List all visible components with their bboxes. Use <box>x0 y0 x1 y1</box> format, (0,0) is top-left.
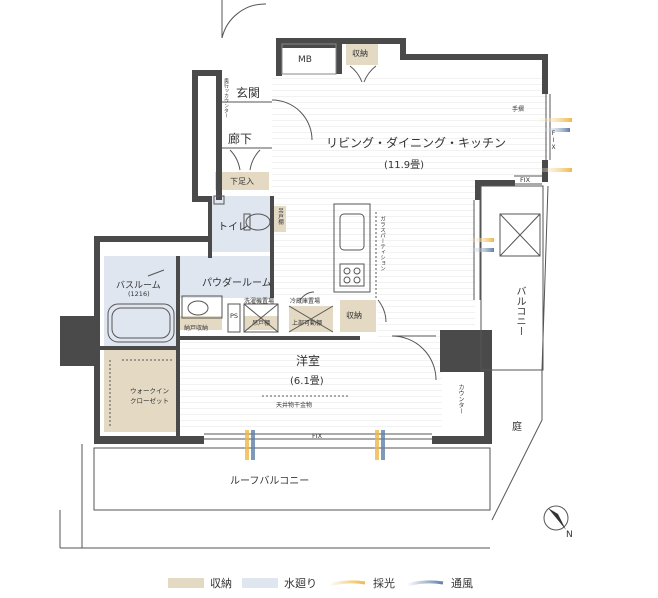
label-counter-entrance: 奥行ッカウンター <box>223 78 229 118</box>
legend: 収納 水廻り 採光 通風 <box>168 574 473 592</box>
hanging-cabinet-wash-area <box>244 316 278 330</box>
room-toilet: トイレ <box>218 222 248 233</box>
label-linen-storage: 納戸収納 <box>184 325 209 332</box>
label-fix-west: FIX <box>312 432 323 440</box>
label-shoe-storage: 下足入 <box>230 177 254 186</box>
shoe-storage-area <box>215 172 269 190</box>
room-balcony: バルコニー <box>514 286 525 336</box>
label-fix-side: FIX <box>520 176 531 184</box>
room-western-size: (6.1畳) <box>290 376 324 387</box>
label-mb: MB <box>298 55 312 65</box>
label-hanging-cabinet-wash: 吊戸棚 <box>252 320 271 327</box>
room-garden: 庭 <box>512 422 522 433</box>
light-wind-marks <box>245 118 572 460</box>
walkin-closet-area <box>104 350 178 432</box>
room-roof-balcony: ルーフバルコニー <box>230 476 310 487</box>
label-upper-movable-shelf: 上部可動棚 <box>292 320 323 327</box>
storage-mid-area <box>340 300 376 332</box>
room-powder: パウダールーム <box>202 278 272 289</box>
legend-water-label: 水廻り <box>284 577 317 590</box>
label-washer-space: 洗濯機置場 <box>244 298 275 305</box>
legend-wind: 通風 <box>405 575 473 591</box>
compass-needle <box>548 508 566 530</box>
powder-area <box>180 256 272 298</box>
label-storage-mid: 収納 <box>346 311 362 320</box>
room-bath: バスルーム <box>116 281 161 291</box>
bath-area <box>104 256 178 346</box>
label-hanging-cabinet-toilet: 吊戸棚 <box>277 208 283 225</box>
walls <box>60 38 548 444</box>
label-glass-partition: ガラスパーティション <box>379 216 385 271</box>
legend-storage-swatch <box>168 578 204 588</box>
legend-storage: 収納 <box>168 575 232 591</box>
room-ldk-name: リビング・ダイニング・キッチン <box>326 136 507 150</box>
label-fridge-space: 冷蔵庫置場 <box>290 298 321 305</box>
label-storage-top: 収納 <box>352 49 368 58</box>
legend-light: 採光 <box>327 575 395 591</box>
legend-water-swatch <box>242 578 278 588</box>
label-fix-ldk: FIX <box>550 130 557 151</box>
storage-top-area <box>346 43 378 65</box>
floor-fills <box>104 43 548 432</box>
toilet-area <box>210 196 272 252</box>
label-north: N <box>566 530 573 540</box>
legend-wind-label: 通風 <box>451 577 473 590</box>
room-entrance: 玄関 <box>236 86 261 100</box>
linen-storage-area <box>180 316 222 330</box>
hanging-cabinet-toilet-area <box>274 206 286 232</box>
legend-light-swatch <box>328 580 366 587</box>
legend-water: 水廻り <box>242 575 317 591</box>
room-ldk-size: (11.9畳) <box>384 160 425 171</box>
label-handrail: 手摺 <box>512 106 525 113</box>
room-hallway: 廊下 <box>228 132 253 146</box>
fixtures <box>59 0 569 549</box>
legend-light-label: 採光 <box>373 577 395 590</box>
legend-wind-swatch <box>406 580 444 587</box>
label-counter-west: カウンター <box>457 384 464 414</box>
legend-storage-label: 収納 <box>210 577 232 590</box>
room-western-name: 洋室 <box>296 354 321 368</box>
room-bath-size: (1216) <box>128 290 150 298</box>
label-ceiling-hardware: 天井物干金物 <box>276 402 313 409</box>
label-ps: PS <box>230 312 239 320</box>
room-walkin: ウォークイン クローゼット <box>130 387 169 405</box>
